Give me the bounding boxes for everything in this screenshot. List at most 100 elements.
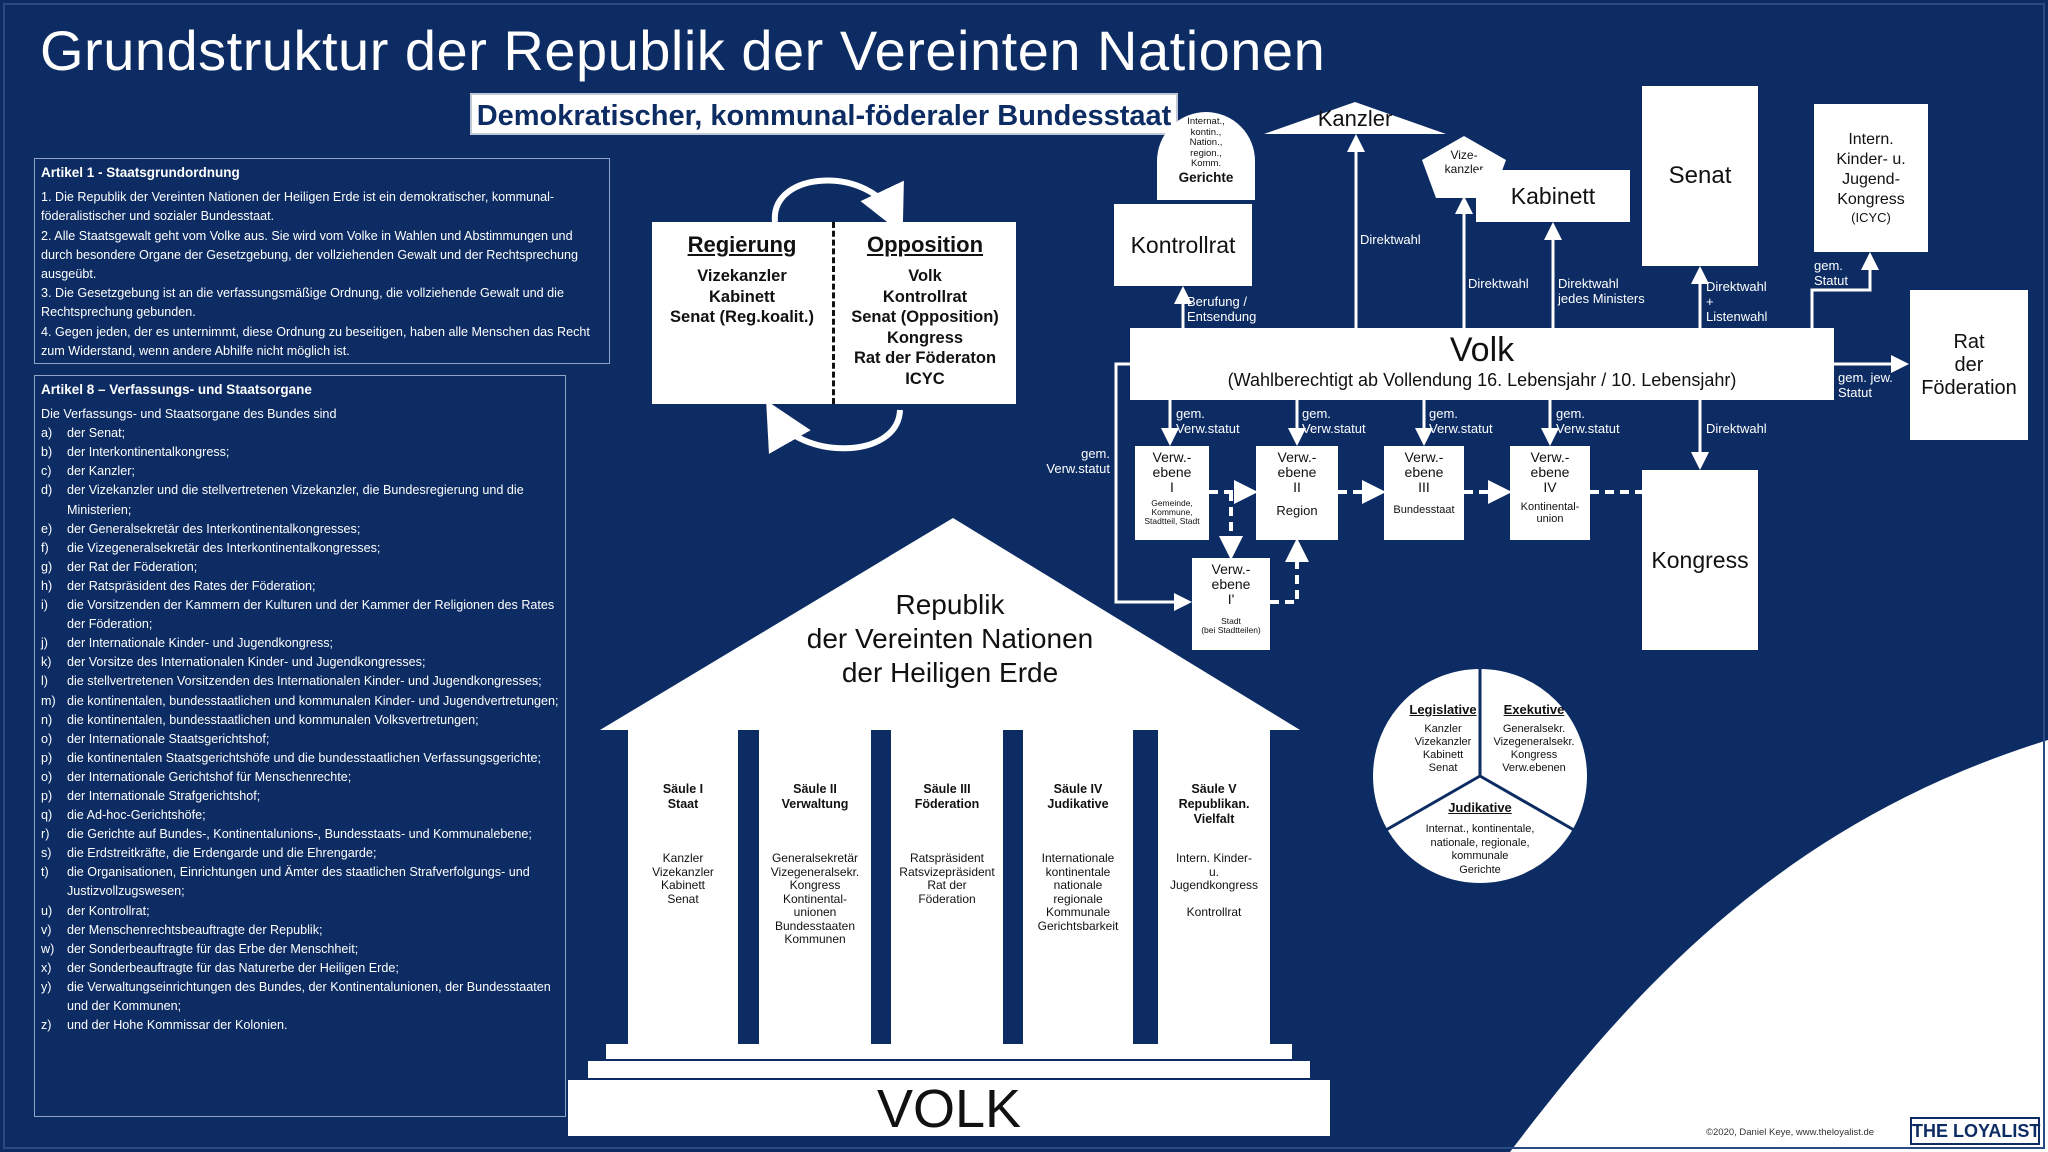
- volk-subtitle: (Wahlberechtigt ab Vollendung 16. Lebens…: [1227, 370, 1737, 390]
- artikel-8-item-key: z): [41, 1018, 52, 1033]
- artikel-8-item: j)der Internationale Kinder- und Jugendk…: [41, 634, 559, 653]
- verw-title: Verw.-: [1152, 449, 1192, 465]
- artikel-8-item: g)der Rat der Föderation;: [41, 558, 559, 577]
- artikel-8-item: x)der Sonderbeauftragte für das Naturerb…: [41, 959, 559, 978]
- judikative-item: Internat., kontinentale,: [1425, 823, 1535, 835]
- saeule-item: kontinentale: [1045, 864, 1111, 879]
- icyc-line: Kongress: [1837, 191, 1905, 208]
- artikel-8-item: v)der Menschenrechtsbeauftragte der Repu…: [41, 921, 559, 940]
- temple-roof: [600, 518, 1300, 730]
- judikative-item: nationale, regionale,: [1430, 836, 1530, 849]
- judikative-item: kommunale: [1451, 850, 1509, 862]
- exekutive-item: Vizegeneralsekr.: [1493, 736, 1575, 748]
- saeule-title: Säule V: [1191, 782, 1237, 796]
- kontrollrat-box: Kontrollrat: [1114, 204, 1252, 286]
- exekutive-item: Generalsekr.: [1502, 723, 1566, 735]
- artikel-8-item-key: r): [41, 827, 50, 842]
- artikel-8-item-text: der Internationale Staatsgerichtshof;: [67, 731, 270, 746]
- saeule-item: Intern. Kinder-: [1175, 851, 1253, 865]
- rat-line: Rat: [1953, 330, 1985, 353]
- verw-title: III: [1418, 479, 1430, 495]
- artikel-8-item-key: p): [41, 788, 53, 803]
- label-line: Verw.statut: [1556, 421, 1620, 436]
- artikel-8-item-text: die Vizegeneralsekretär des Interkontine…: [67, 540, 381, 555]
- cycle-arrow-bottom-icon: [766, 400, 903, 454]
- saeule-item: Gerichtsbarkeit: [1037, 918, 1119, 933]
- verw-title: I': [1227, 591, 1235, 607]
- saeule-title: Vielfalt: [1193, 812, 1235, 826]
- saeule-item: u.: [1208, 864, 1219, 879]
- saeule-title: Republikan.: [1178, 797, 1250, 811]
- label-gem-jew-statut: gem. jew.Statut: [1838, 370, 1893, 400]
- saeule-title: Säule I: [662, 782, 704, 796]
- artikel-8-item: o)der Internationale Gerichtshof für Men…: [41, 768, 559, 787]
- gerichte-small-line: kontin.,: [1190, 126, 1222, 138]
- artikel-1-heading: Artikel 1 - Staatsgrundordnung: [41, 165, 240, 180]
- opposition-heading: Opposition: [866, 232, 984, 257]
- kongress-box: Kongress: [1642, 470, 1758, 650]
- verw-sub: Stadt: [1221, 616, 1241, 626]
- saeule-item: Bundesstaaten: [774, 918, 856, 933]
- temple-roof-line: der Heiligen Erde: [841, 657, 1059, 688]
- artikel-8-item-text: der Sonderbeauftragte für das Naturerbe …: [67, 960, 399, 975]
- arrow-volk-verw1stadt-icon: [1114, 362, 1192, 611]
- regierung-column: Regierung Vizekanzler Kabinett Senat (Re…: [652, 232, 832, 328]
- saeule-item: Ratsvizepräsident: [899, 864, 995, 879]
- judikative-item: Gerichte: [1459, 863, 1501, 876]
- artikel-8-item: s)die Erdstreitkräfte, die Erdengarde un…: [41, 844, 559, 863]
- senat-label: Senat: [1668, 162, 1732, 189]
- artikel-8-item: q)die Ad-hoc-Gerichtshöfe;: [41, 806, 559, 825]
- judikative-title: Judikative: [1448, 800, 1512, 815]
- verw-sub: union: [1536, 513, 1564, 525]
- saeule-item: unionen: [793, 905, 837, 919]
- opposition-item: ICYC: [905, 369, 945, 388]
- saeule-title: Staat: [667, 797, 699, 811]
- label-line: Listenwahl: [1706, 309, 1768, 324]
- label-direktwahl-senat: Direktwahl+Listenwahl: [1706, 279, 1767, 324]
- regierung-heading: Regierung: [687, 232, 797, 257]
- exekutive-sector: Exekutive Generalsekr. Vizegeneralsekr. …: [1484, 702, 1584, 775]
- artikel-8-item-text: und der Hohe Kommissar der Kolonien.: [67, 1018, 288, 1033]
- artikel-8-item: k)der Vorsitze des Internationalen Kinde…: [41, 653, 559, 672]
- saeule-item: Generalsekretär: [771, 851, 859, 865]
- verw-title: ebene: [1404, 464, 1444, 480]
- artikel-8-item-text: der Sonderbeauftragte für das Erbe der M…: [67, 941, 359, 956]
- exekutive-title: Exekutive: [1503, 702, 1565, 717]
- saeule-item: Kommunen: [784, 932, 846, 946]
- dashed-arrow-verw1stadt-verw2-icon: [1270, 538, 1309, 604]
- artikel-8-item-key: g): [41, 559, 53, 574]
- artikel-8-item-key: s): [41, 846, 52, 861]
- saeule-title: Judikative: [1047, 797, 1109, 811]
- artikel-1-paragraph: 1. Die Republik der Vereinten Nationen d…: [41, 190, 555, 224]
- artikel-8-item-key: l): [41, 674, 48, 689]
- arrow-volk-icyc-icon: [1810, 252, 1879, 328]
- label-line: Direktwahl: [1558, 276, 1619, 291]
- artikel-8-item: z) und der Hohe Kommissar der Kolonien.: [41, 1016, 559, 1035]
- verw-sub: Stadtteil, Stadt: [1144, 516, 1200, 526]
- artikel-8-item-key: h): [41, 578, 53, 593]
- artikel-8-heading: Artikel 8 – Verfassungs- und Staatsorgan…: [41, 382, 312, 397]
- saeule-title: Föderation: [914, 797, 980, 811]
- regierung-item: Kabinett: [709, 287, 775, 306]
- saeule-item: Jugendkongress: [1169, 878, 1259, 892]
- artikel-8-item-key: o): [41, 731, 53, 746]
- label-line: gem.: [1081, 446, 1110, 461]
- label-line: Entsendung: [1187, 309, 1257, 324]
- artikel-8-item: h)der Ratspräsident des Rates der Födera…: [41, 577, 559, 596]
- artikel-8-item-text: die Organisationen, Einrichtungen und Äm…: [67, 865, 530, 899]
- artikel-8-item-key: j): [41, 636, 48, 651]
- saeule-item: Föderation: [918, 891, 976, 906]
- saeule-title: Säule II: [793, 782, 837, 796]
- opposition-column: Opposition Volk Kontrollrat Senat (Oppos…: [834, 232, 1016, 389]
- gerichte-box: Internat., kontin., Nation., region., Ko…: [1157, 112, 1255, 200]
- logo-the-loyalist: THE LOYALIST: [1910, 1117, 2040, 1145]
- legislative-sector: Legislative Kanzler Vizekanzler Kabinett…: [1398, 702, 1488, 775]
- saeule-item: Senat: [667, 891, 699, 906]
- temple-base-volk: VOLK: [568, 1080, 1330, 1138]
- artikel-8-item-text: der Interkontinentalkongress;: [67, 445, 230, 460]
- icyc-line: Kinder- u.: [1836, 151, 1906, 168]
